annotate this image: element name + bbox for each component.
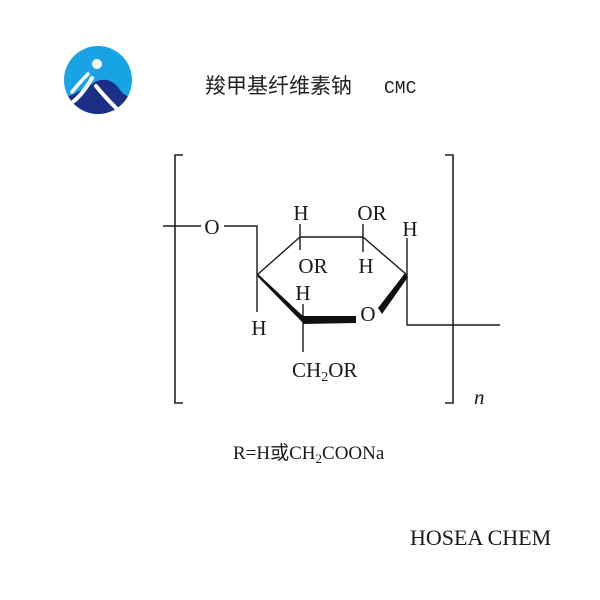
repeat-brackets	[174, 154, 454, 404]
or-top-right-label: OR	[357, 201, 386, 225]
title-abbreviation: CMC	[384, 79, 417, 99]
title-chinese: 羧甲基纤维素钠	[205, 74, 352, 98]
ring-oxygen-label: O	[360, 302, 375, 326]
r-group-definition: R=H或CH2COONa	[233, 442, 385, 466]
h-left-label: H	[251, 316, 266, 340]
h-top-left-label: H	[293, 201, 308, 225]
company-logo	[64, 46, 132, 114]
ch2or-label: CH2OR	[292, 358, 357, 385]
or-mid-label: OR	[298, 254, 327, 278]
h-mid-label: H	[358, 254, 373, 278]
wedge-bonds	[257, 273, 408, 324]
h-right-label: H	[402, 217, 417, 241]
bonds	[163, 224, 500, 352]
brand-name: HOSEA CHEM	[410, 525, 551, 550]
bridge-oxygen-label: O	[204, 215, 219, 239]
repeat-count-n: n	[474, 385, 485, 409]
h-lower-label: H	[295, 281, 310, 305]
